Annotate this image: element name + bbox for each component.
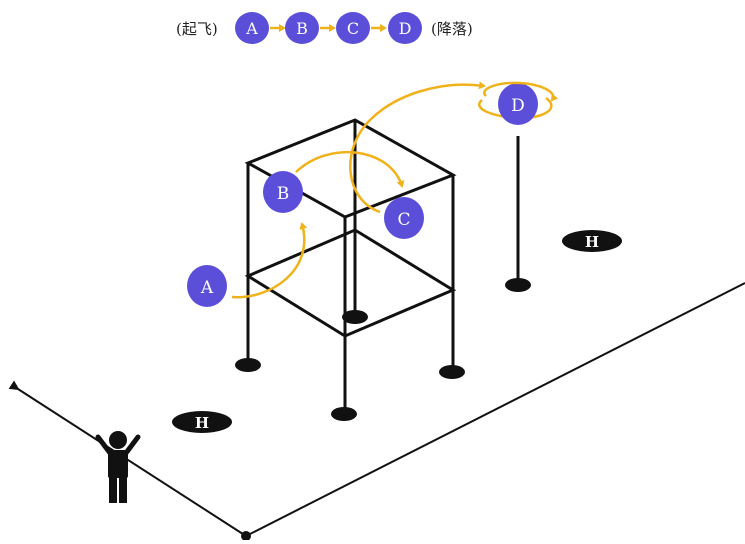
waypoint-d-label: D [511,96,525,116]
landing-pole [505,136,531,292]
waypoint-c: C [384,197,424,239]
legend-landing-label: (降落) [431,20,473,38]
legend-step-c-label: C [347,19,359,38]
waypoint-a-label: A [200,278,214,298]
frame-foot [439,365,465,379]
pole-foot [505,278,531,292]
legend-step-d-label: D [399,19,412,38]
frame-foot [331,407,357,421]
waypoint-c-label: C [397,210,410,230]
path-b-to-c [295,151,405,188]
flight-path [231,81,486,299]
helipad-icon: H [585,233,599,251]
frame-feet [235,310,465,421]
helipad-right: H [562,230,622,252]
legend-step-b: B [285,12,319,44]
frame-structure [244,118,457,413]
helipad-left: H [172,411,232,433]
path-c-to-d [349,81,486,214]
legend-step-c: C [336,12,370,44]
flight-order-legend: (起飞) A B C D (降落) [176,12,473,44]
ground-corner-dot [241,531,251,541]
legend-step-a-label: A [245,19,258,38]
hover-circle-front [483,81,559,102]
legend-step-a: A [235,12,269,44]
ground-boundary [8,282,745,541]
waypoint-b-label: B [277,184,290,204]
waypoint-b: B [263,171,303,213]
legend-takeoff-label: (起飞) [176,20,218,38]
legend-step-b-label: B [296,19,308,38]
waypoint-a: A [187,265,227,307]
frame-foot [235,358,261,372]
path-a-to-b [231,222,308,299]
helipad-icon: H [195,414,209,432]
frame-foot [342,310,368,324]
legend-step-d: D [388,12,422,44]
person-arms-raised-icon [95,431,141,503]
waypoint-d: D [478,81,559,125]
